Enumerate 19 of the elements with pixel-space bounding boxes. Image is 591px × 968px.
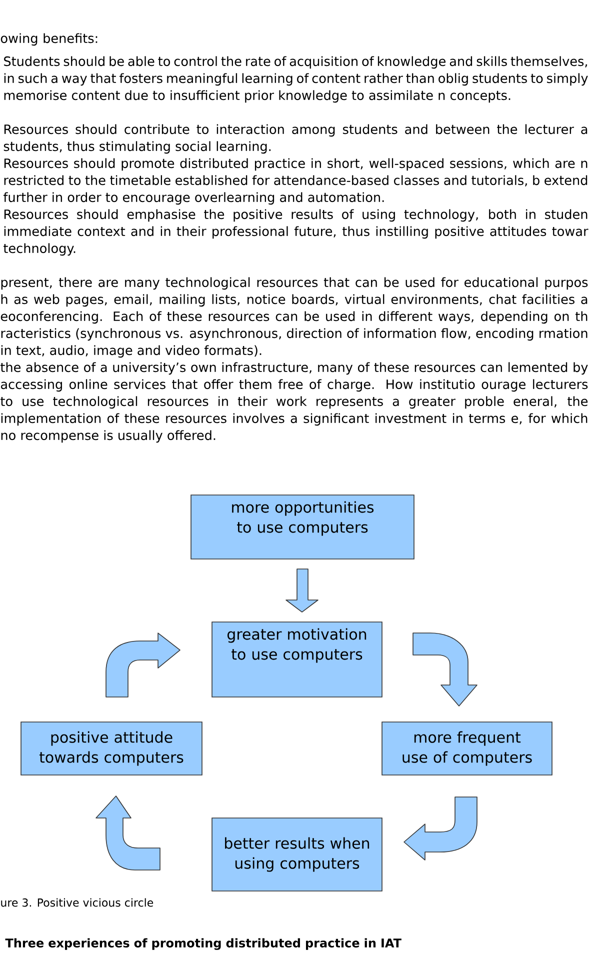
- paragraph: Resources should emphasise the positive results of using technology, both in studen immediate context and in their professional future, thus instilling positive attitudes towar technology.: [4, 209, 588, 256]
- process-box: more frequent use of computers: [382, 722, 552, 776]
- paragraph: the absence of a university’s own infrastructure, many of these resources can lemented by accessing online services that offer them free of charge. How institutio ourage lecturers to use technological resources in their work represents a greater proble eneral, the implementation of these resources involves a significant investment in terms e, for which no recompense is usually offered.: [0, 362, 588, 443]
- block-arrow: [286, 568, 318, 612]
- process-box: better results when using computers: [212, 818, 382, 892]
- paragraph: Resources should promote distributed practice in short, well-spaced sessions, which are n restricted to the timetable established for attendance-based classes and tutorials, b extend further in order to encourage overlearning and automation.: [4, 158, 588, 205]
- section-heading: Three experiences of promoting distributed practice in IAT: [5, 938, 402, 950]
- process-box: more opportunities to use computers: [190, 494, 414, 560]
- figure-caption: ure 3. Positive vicious circle: [1, 898, 154, 907]
- process-box: greater motivation to use computers: [212, 622, 382, 698]
- paragraph: Students should be able to control the rate of acquisition of knowledge and skills themselves, in such a way that fosters meaningful learning of content rather than oblig students to simply memorise content due to insufficient prior knowledge to assimilate n concepts.: [4, 56, 588, 103]
- block-arrow: [404, 796, 478, 860]
- process-box: positive attitude towards computers: [20, 722, 202, 776]
- block-arrow: [412, 632, 478, 706]
- paragraph: Resources should contribute to interaction among students and between the lecturer a students, thus stimulating social learning.: [4, 124, 588, 154]
- block-arrow: [96, 796, 160, 870]
- paragraph: present, there are many technological resources that can be used for educational purpos h as web pages, email, mailing lists, notice boards, virtual environments, chat facilities a eoconferencing. Each of these resources can be used in different ways, depending on th racteristics (synchronous vs. asynchronous, direction of information flow, encoding rmation in text, audio, image and video formats).: [0, 277, 588, 358]
- text-line: owing benefits:: [0, 33, 98, 46]
- block-arrow: [106, 632, 180, 698]
